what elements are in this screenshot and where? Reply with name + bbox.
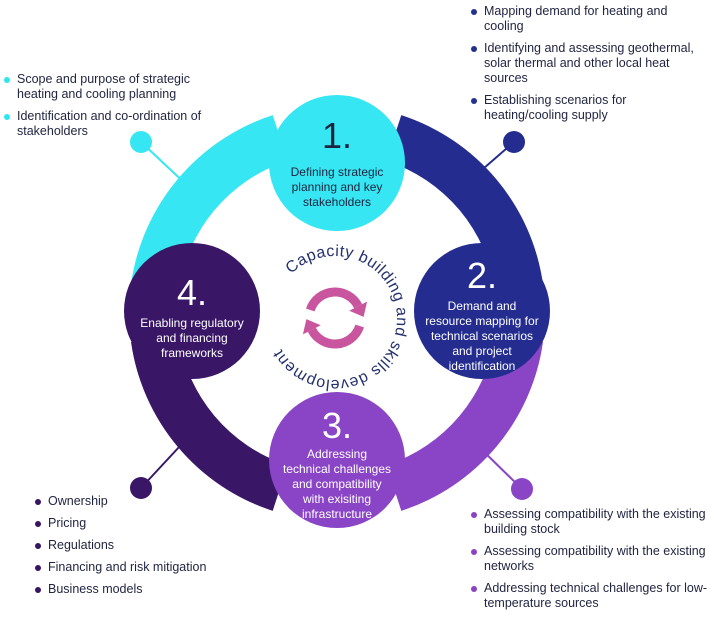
- cycle-arrowhead-bottom: [302, 319, 321, 335]
- step-4-list-item: Financing and risk mitigation: [34, 560, 254, 575]
- step-1-text-line: planning and key: [292, 180, 383, 194]
- connector-dot-1: [130, 131, 152, 153]
- step-2-list-item-text: Mapping demand for heating and cooling: [484, 4, 668, 33]
- step-1-bullet-list: Scope and purpose of strategic heating a…: [3, 72, 233, 146]
- bullet-dot-icon: [471, 512, 477, 518]
- bullet-dot-icon: [471, 586, 477, 592]
- step-2-text-line: and project: [452, 344, 512, 358]
- cycle-arrowhead-top: [349, 301, 368, 317]
- bullet-dot-icon: [471, 9, 477, 15]
- step-1-list-item: Identification and co-ordination of stak…: [3, 109, 233, 139]
- cycle-arrows-icon: [302, 287, 368, 349]
- step-4-list-item-text: Ownership: [48, 494, 108, 508]
- step-3-list-item-text: Assessing compatibility with the existin…: [484, 544, 706, 573]
- step-3-list-item: Addressing technical challenges for low-…: [470, 581, 708, 611]
- connector-dot-4: [130, 477, 152, 499]
- step-1-number: 1.: [322, 115, 352, 156]
- step-3-circle: [269, 392, 405, 528]
- connector-line-1: [140, 141, 191, 189]
- bullet-dot-icon: [471, 549, 477, 555]
- step-3-list-item: Assessing compatibility with the existin…: [470, 507, 708, 537]
- bullet-dot-icon: [35, 587, 41, 593]
- step-4-list-item-text: Financing and risk mitigation: [48, 560, 207, 574]
- step-3-text-line: technical challenges: [283, 462, 391, 476]
- step-1-circle: [269, 95, 405, 231]
- step-2-list-item-text: Identifying and assessing geothermal, so…: [484, 41, 694, 85]
- step-3-list-item-text: Assessing compatibility with the existin…: [484, 507, 706, 536]
- bullet-dot-icon: [4, 114, 10, 120]
- step-3-text-line: with exisiting: [302, 492, 371, 506]
- step-2-number: 2.: [467, 255, 497, 296]
- bullet-dot-icon: [471, 46, 477, 52]
- connectors: [130, 131, 533, 500]
- cycle-arrow-bottom: [307, 324, 365, 349]
- bullet-dot-icon: [35, 565, 41, 571]
- step-3-number: 3.: [322, 405, 352, 446]
- step-1-list-item-text: Scope and purpose of strategic heating a…: [17, 72, 191, 101]
- step-4-list-item-text: Business models: [48, 582, 143, 596]
- step-4-number: 4.: [177, 272, 207, 313]
- step-3-text-line: and compatibility: [292, 477, 381, 491]
- ring-arc-3: [386, 335, 543, 511]
- step-4-list-item: Ownership: [34, 494, 254, 509]
- bullet-dot-icon: [4, 77, 10, 83]
- step-1-list-item: Scope and purpose of strategic heating a…: [3, 72, 233, 102]
- step-3-text-line: infrastructure: [302, 507, 372, 521]
- step-4-list-item: Business models: [34, 582, 254, 597]
- step-2-circle: [414, 243, 550, 379]
- step-2-list-item: Mapping demand for heating and cooling: [470, 4, 708, 34]
- cycle-arrow-top: [305, 287, 363, 312]
- step-4-text-line: Enabling regulatory: [140, 316, 243, 330]
- step-1-text-line: stakeholders: [303, 195, 371, 209]
- step-4-list-item: Pricing: [34, 516, 254, 531]
- step-2-text-line: identification: [449, 359, 516, 373]
- step-3-bullet-list: Assessing compatibility with the existin…: [470, 507, 708, 618]
- step-1-list-item-text: Identification and co-ordination of stak…: [17, 109, 202, 138]
- step-4-text-line: frameworks: [161, 346, 223, 360]
- step-4-list-item: Regulations: [34, 538, 254, 553]
- step-3-list-item: Assessing compatibility with the existin…: [470, 544, 708, 574]
- step-2-list-item: Establishing scenarios for heating/cooli…: [470, 93, 708, 123]
- step-2-list-item-text: Establishing scenarios for heating/cooli…: [484, 93, 627, 122]
- step-1-text-line: Defining strategic: [291, 165, 384, 179]
- step-3-list-item-text: Addressing technical challenges for low-…: [484, 581, 708, 610]
- bullet-dot-icon: [471, 98, 477, 104]
- step-2-text-line: resource mapping for: [425, 314, 538, 328]
- bullet-dot-icon: [35, 521, 41, 527]
- center-cycle: Capacity building and skills development: [270, 243, 410, 393]
- center-label: Capacity building and skills development: [270, 243, 410, 393]
- step-3-text-line: Addressing: [307, 447, 367, 461]
- connector-dot-2: [503, 131, 525, 153]
- connector-dot-3: [511, 478, 533, 500]
- bullet-dot-icon: [35, 499, 41, 505]
- ring-arc-4: [131, 335, 288, 511]
- step-2-list-item: Identifying and assessing geothermal, so…: [470, 41, 708, 86]
- step-2-text-line: Demand and: [448, 299, 517, 313]
- bullet-dot-icon: [35, 543, 41, 549]
- step-4-list-item-text: Pricing: [48, 516, 87, 530]
- step-4-circle: [124, 243, 260, 379]
- step-4-list-item-text: Regulations: [48, 538, 115, 552]
- step-4-text-line: and financing: [156, 331, 227, 345]
- step-2-text-line: technical scenarios: [431, 329, 533, 343]
